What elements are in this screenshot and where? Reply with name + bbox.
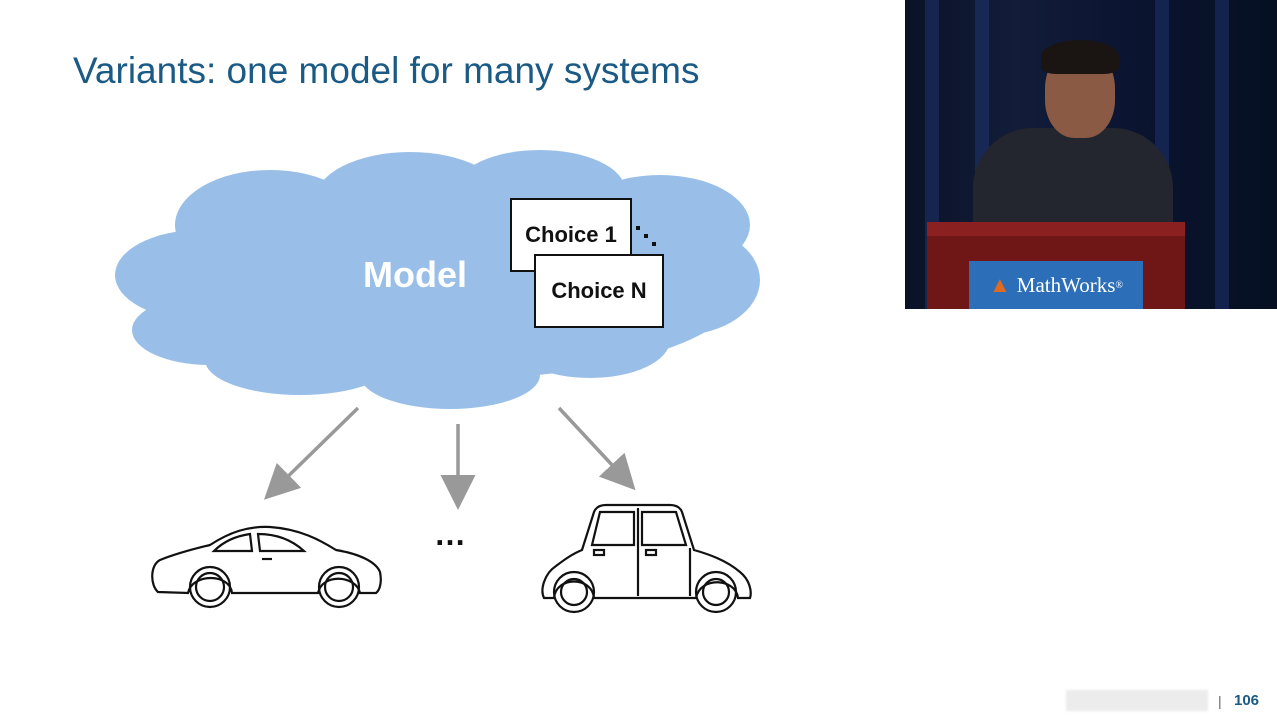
arrow-left [263, 406, 360, 500]
arrow-right [557, 406, 636, 491]
footer-separator: | [1218, 693, 1222, 709]
sports-car-icon [151, 525, 382, 609]
mathworks-logo-icon: ▲ [988, 272, 1011, 297]
curtain-fold [1215, 0, 1229, 309]
podium-sign-text: MathWorks [1016, 272, 1116, 297]
presenter-hair [1041, 40, 1119, 74]
variant-ellipsis: … [434, 516, 472, 552]
slide-title: Variants: one model for many systems [73, 50, 700, 91]
footer-blurred-area [1066, 690, 1208, 711]
presenter-video: ▲ MathWorks ® [905, 0, 1277, 309]
choice-n-box: Choice N [534, 254, 664, 328]
registered-mark: ® [1115, 279, 1124, 291]
podium-sign: ▲ MathWorks ® [969, 261, 1143, 309]
sedan-car-icon [541, 503, 752, 614]
model-label: Model [363, 254, 467, 295]
variants-diagram [115, 150, 760, 614]
choice-stack-dots [636, 226, 656, 246]
page-number: 106 [1234, 692, 1260, 709]
